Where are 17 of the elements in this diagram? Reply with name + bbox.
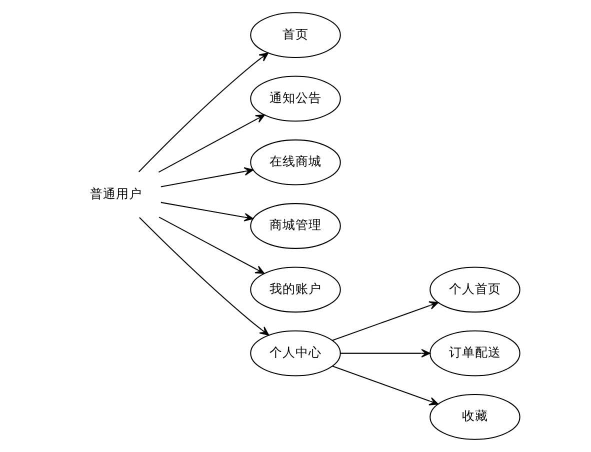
arrow (138, 52, 269, 172)
arrow (332, 301, 439, 341)
arrow (332, 366, 439, 406)
arrow (160, 202, 254, 222)
node-ellipse: 在线商城 (250, 139, 341, 186)
node-ellipse: 个人中心 (250, 330, 341, 376)
node-ellipse: 首页 (250, 12, 341, 58)
node-ellipse: 商城管理 (250, 203, 341, 249)
arrow (139, 217, 270, 336)
node-text: 普通用户 (90, 186, 142, 201)
arrow (160, 167, 254, 188)
arrow (340, 349, 430, 358)
node-ellipse: 订单配送 (430, 330, 520, 376)
arrow (158, 216, 265, 274)
arrow (158, 114, 266, 173)
node-ellipse: 收藏 (430, 394, 520, 440)
node-ellipse: 个人首页 (430, 266, 520, 313)
